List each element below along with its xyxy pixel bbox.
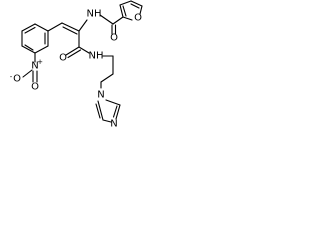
imidazole-n3-label: N (110, 119, 117, 130)
bond-c-nh-top (78, 19, 88, 32)
bond-furan-3 (130, 0, 143, 7)
bond-furan-4 (139, 5, 143, 15)
amide-oxygen-mid-label: O (59, 53, 67, 64)
bond-nitro-o1 (22, 69, 33, 78)
furan-oxygen-label: O (134, 13, 142, 24)
bond-ring-vinyl (47, 22, 63, 32)
bond-furan-5 (122, 16, 133, 21)
amide-nh-mid-label: NH (89, 51, 104, 62)
bond-benzene-5 (21, 45, 36, 54)
bond-imid-1 (105, 99, 121, 106)
bond-nh-carbonyl-top (99, 14, 114, 25)
bond-benzene-1 (21, 23, 36, 32)
bond-imid-4-double (95, 103, 101, 119)
bond-carbonyl-nh-mid (78, 46, 90, 54)
bond-furan-1-double (122, 5, 127, 17)
nitro-oxygen-1-label: O (13, 74, 21, 85)
bond-furan-1 (119, 4, 124, 18)
nitro-nitrogen-charge: + (37, 58, 43, 66)
bonds (21, 0, 143, 123)
bond-furan-2 (119, 0, 132, 6)
chemical-structure-diagram: O NH O O NH N + O - O N N (10, 0, 143, 130)
bond-benzene-inner-1 (24, 26, 36, 34)
bond-furan-3-double (130, 3, 140, 9)
nitro-nitrogen-label: N (31, 61, 38, 72)
bond-benzene-4 (34, 45, 49, 54)
imidazole-n1-label: N (97, 90, 104, 101)
bond-vinyl-double (61, 22, 80, 32)
atom-labels: O NH O O NH N + O - O N N (10, 9, 142, 130)
bond-carbonyl-furan (112, 16, 124, 25)
bond-vinyl-double-inner (62, 26, 78, 35)
amide-oxygen-top-label: O (110, 33, 118, 44)
bond-imid-2-double (112, 105, 118, 118)
bond-carbonyl-o-mid (65, 46, 80, 56)
bond-imid-3 (102, 119, 112, 123)
bond-imid-2 (115, 104, 121, 120)
bond-ch2-ch2-2 (100, 73, 114, 83)
nitro-oxygen-1-charge: - (10, 73, 13, 81)
amide-nh-top-label: NH (87, 9, 102, 20)
bond-benzene-inner-3 (24, 44, 34, 51)
bond-carbonyl-o-mid-double (67, 49, 82, 59)
bond-benzene-2 (34, 23, 49, 32)
nitro-oxygen-2-label: O (31, 82, 39, 93)
bond-imid-4 (97, 100, 104, 121)
